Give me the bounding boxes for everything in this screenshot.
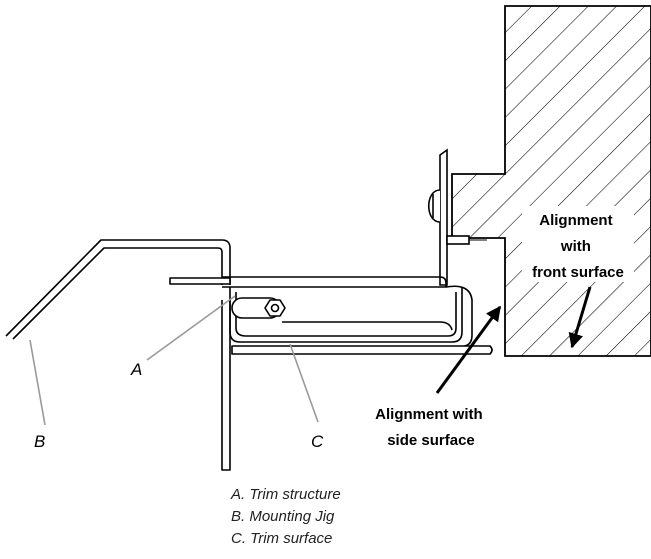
leader-a (146, 295, 236, 361)
front-surface-label: Alignment with front surface (532, 212, 624, 281)
legend-item-a: A. Trim structure (231, 486, 341, 503)
legend-item-c: C. Trim surface (231, 530, 333, 547)
leader-c (289, 343, 319, 423)
wall-section (451, 5, 651, 357)
side-surface-label: Alignment with side surface (375, 406, 487, 449)
side-surface-line-2: side surface (387, 432, 475, 449)
callout-b: B (34, 432, 45, 451)
front-surface-line-3: front surface (532, 264, 624, 281)
legend: A. Trim structure B. Mounting Jig C. Tri… (231, 484, 341, 550)
leader-lines (29, 295, 319, 426)
arrow-front-surface (568, 286, 592, 349)
callout-a: A (130, 360, 142, 379)
trim-assembly (222, 276, 493, 355)
arrow-side-surface (435, 305, 502, 394)
alignment-arrows (435, 286, 592, 394)
legend-item-b: B. Mounting Jig (231, 508, 335, 525)
mounting-jig (5, 239, 231, 471)
front-surface-line-1: Alignment (539, 212, 612, 229)
front-surface-line-2: with (560, 238, 591, 255)
side-surface-line-1: Alignment with (375, 406, 483, 423)
callout-c: C (311, 432, 324, 451)
wall-bracket (427, 148, 487, 286)
leader-b (29, 339, 46, 426)
